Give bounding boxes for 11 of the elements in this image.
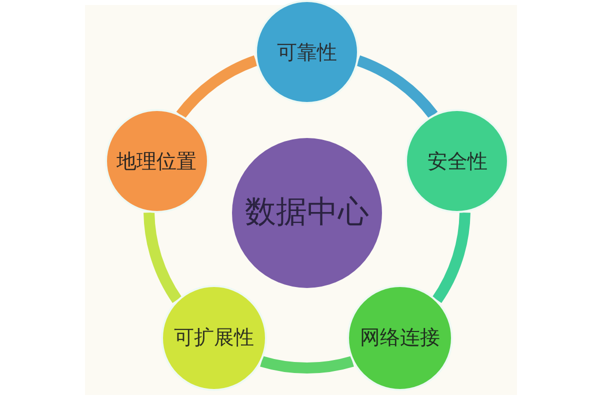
circle-label: 网络连接 (360, 326, 440, 350)
circle-label: 安全性 (427, 150, 488, 173)
circle-label: 地理位置 (116, 150, 197, 173)
connector-arc (432, 212, 470, 303)
connector-arc (176, 55, 258, 119)
connector-arc (356, 55, 438, 119)
connector-arc (260, 356, 354, 374)
circle-label: 可扩展性 (174, 326, 254, 350)
circle-label: 可靠性 (277, 40, 337, 64)
circle-label: 数据中心 (245, 195, 369, 231)
connector-arc (144, 212, 182, 303)
